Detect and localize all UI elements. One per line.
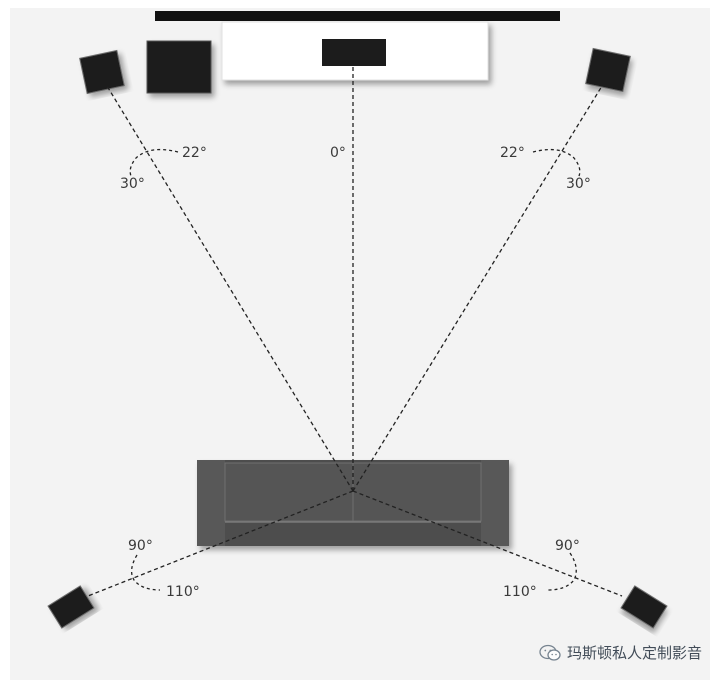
surround-right-speaker xyxy=(620,585,668,629)
label-surround-right-bottom: 110° xyxy=(503,584,537,600)
label-center-angle: 0° xyxy=(330,145,346,161)
line-surround-right xyxy=(352,490,623,597)
watermark-text: 玛斯顿私人定制影音 xyxy=(566,644,702,662)
label-surround-left-bottom: 110° xyxy=(166,584,200,600)
sight-lines xyxy=(87,64,623,597)
arc-surround-left xyxy=(130,554,161,591)
label-surround-left-top: 90° xyxy=(128,538,153,554)
wechat-icon xyxy=(539,644,561,661)
label-front-right-outer: 30° xyxy=(566,176,591,192)
screen xyxy=(155,11,560,21)
room-floor xyxy=(10,8,710,680)
center-speaker xyxy=(322,39,386,66)
line-front-right xyxy=(352,85,603,492)
line-front-left xyxy=(106,85,354,492)
front-right-speaker xyxy=(585,47,631,93)
arc-front-left xyxy=(129,148,179,177)
arc-front-right xyxy=(532,148,581,177)
line-surround-left xyxy=(87,490,354,597)
front-left-speaker xyxy=(79,49,125,95)
label-front-left-inner: 22° xyxy=(182,145,207,161)
angle-arcs xyxy=(129,148,581,591)
label-front-left-outer: 30° xyxy=(120,176,145,192)
watermark: 玛斯顿私人定制影音 xyxy=(539,642,702,663)
label-front-right-inner: 22° xyxy=(500,145,525,161)
sofa xyxy=(197,460,509,546)
surround-left-speaker xyxy=(47,585,95,629)
label-surround-right-top: 90° xyxy=(555,538,580,554)
subwoofer xyxy=(146,40,212,94)
